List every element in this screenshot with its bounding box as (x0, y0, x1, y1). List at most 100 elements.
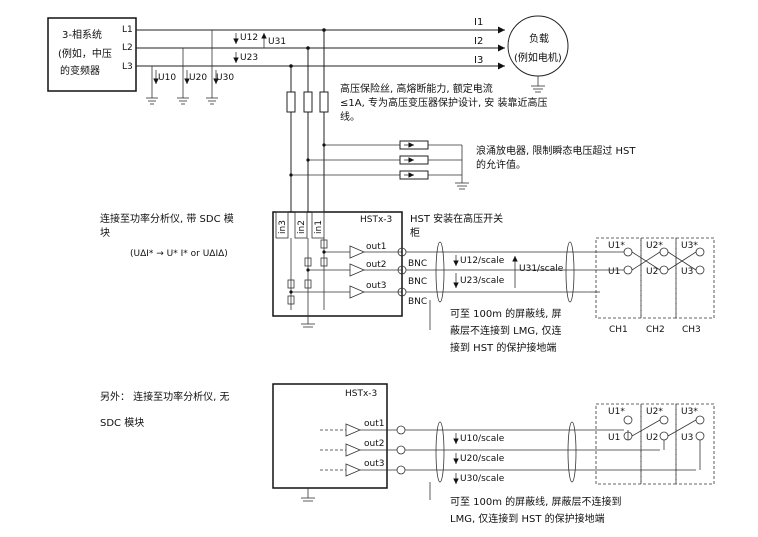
cable-shield-icon (565, 241, 575, 303)
surge-arresters: 浪涌放电器, 限制瞬态电压超过 HST 的允许值。 (289, 140, 636, 190)
lower-star-u3: U3* (681, 407, 698, 417)
fuse-icon (319, 91, 329, 113)
fuses: 高压保险丝, 高熔断能力, 额定电流 ≤1A, 专为高压变压器保护设计, 安 装… (286, 82, 547, 212)
fuse-icon (303, 91, 313, 113)
source-line1: (例如，中压 (58, 47, 112, 60)
amplifier-icon (349, 263, 366, 277)
phase-label-l2: L2 (122, 43, 133, 53)
upper-cable-note-line1: 可至 100m 的屏蔽线, 屏 (450, 307, 562, 320)
upper-label-u3: U3 (681, 267, 693, 277)
phase-label-l1: L1 (122, 25, 133, 35)
terminal-icon (659, 247, 669, 257)
current-label-i1: I1 (474, 17, 483, 28)
upper-left-note-line1: 连接至功率分析仪, 带 SDC 模 (100, 212, 234, 225)
lower-left-note-line1: 另外： 连接至功率分析仪, 无 (100, 390, 230, 403)
voltage-label-u20: U20 (189, 73, 207, 83)
voltage-label-u10: U10 (158, 73, 176, 83)
fuse-icon (286, 91, 296, 113)
cable-label-u30: U30/scale (460, 474, 505, 484)
phase-ground-voltages: U10 U20 U30 (146, 30, 234, 105)
bnc-label: BNC (408, 277, 427, 287)
voltage-label-u30: U30 (216, 73, 234, 83)
upper-output-out2: out2 (366, 260, 386, 270)
terminal-icon (659, 431, 669, 441)
cable-label-u10: U10/scale (460, 434, 505, 444)
upper-cables: U12/scale U23/scale U31/scale 可至 100m 的屏… (406, 241, 590, 354)
terminal-icon (695, 415, 705, 425)
lower-label-u2: U2 (646, 433, 658, 443)
current-label-i2: I2 (474, 36, 483, 47)
upper-left-note-line2: 块 (100, 227, 110, 239)
channel-ch3 (675, 403, 715, 485)
source-line2: 的变频器 (60, 64, 100, 77)
install-note-line1: HST 安装在高压开关 (410, 212, 503, 225)
lower-hst-title: HSTx-3 (345, 389, 377, 399)
lower-left-note-line2: SDC 模块 (100, 417, 144, 429)
bnc-label: BNC (408, 297, 427, 307)
bnc-connector-icon (396, 445, 406, 455)
channel-label-ch3: CH3 (682, 325, 701, 335)
install-note-line2: 柜 (410, 226, 420, 239)
voltage-label-u31: U31 (268, 37, 286, 47)
cable-shield-icon (435, 241, 445, 303)
voltage-label-u12: U12 (240, 33, 258, 43)
terminal-icon (659, 265, 669, 275)
bnc-label: BNC (408, 259, 427, 269)
bnc-connector-icon (396, 425, 406, 435)
terminal-icon (695, 265, 705, 275)
load-motor: 负载 (例如电机) (507, 15, 569, 93)
upper-formula: (UΔI* → U* I* or UΔIΔ) (130, 249, 228, 259)
lower-output-out3: out3 (364, 459, 384, 469)
lower-connectors (396, 425, 406, 475)
terminal-icon (623, 247, 633, 257)
fuse-note-line3: 线。 (340, 110, 360, 123)
input-label-in2: in2 (297, 220, 307, 234)
surge-note-line2: 的允许值。 (476, 158, 526, 171)
voltage-label-u23: U23 (240, 53, 258, 63)
phase-lines: I1 I2 I3 (136, 17, 505, 70)
terminal-icon (659, 415, 669, 425)
upper-label-u2: U2 (646, 267, 658, 277)
fuse-note-line2: ≤1A, 专为高压变压器保护设计, 安 装靠近高压 (340, 96, 547, 109)
terminal-icon (695, 247, 705, 257)
upper-star-u1: U1* (608, 241, 625, 251)
input-label-in3: in3 (278, 220, 288, 234)
cable-label-u23: U23/scale (460, 276, 505, 286)
load-subtitle: (例如电机) (514, 51, 562, 64)
current-label-i3: I3 (474, 55, 483, 66)
channel-label-ch2: CH2 (646, 325, 665, 335)
amplifier-icon (349, 245, 366, 259)
terminal-icon (623, 415, 633, 425)
amplifier-icon (345, 443, 362, 457)
upper-output-out1: out1 (366, 242, 386, 252)
lower-analyzer-channels: U1* U2* U3* U1 U2 U3 (595, 403, 715, 485)
lower-label-u3: U3 (681, 433, 693, 443)
source-title: 3-相系统 (62, 28, 102, 41)
cable-label-u12: U12/scale (460, 256, 505, 266)
amplifier-icon (345, 463, 362, 477)
fuse-note-line1: 高压保险丝, 高熔断能力, 额定电流 (340, 82, 493, 95)
input-label-in1: in1 (314, 220, 324, 234)
lower-output-out1: out1 (364, 419, 384, 429)
lower-cables: U10/scale U20/scale U30/scale 可至 100m 的屏… (405, 421, 696, 525)
channel-label-ch1: CH1 (609, 325, 628, 335)
lower-output-out2: out2 (364, 439, 384, 449)
cable-shield-icon (567, 421, 577, 483)
lower-cable-note-line1: 可至 100m 的屏蔽线, 屏蔽层不连接到 (450, 495, 622, 508)
cable-label-u31: U31/scale (519, 264, 564, 274)
terminal-icon (695, 431, 705, 441)
source-box: 3-相系统 (例如，中压 的变频器 L1 L2 L3 (47, 17, 137, 92)
upper-hst-box: HSTx-3 in3 in2 in1 out1 out2 out3 (272, 211, 403, 328)
upper-star-u2: U2* (646, 241, 663, 251)
upper-star-u3: U3* (681, 241, 698, 251)
cable-label-u20: U20/scale (460, 454, 505, 464)
cable-shield-icon (435, 421, 445, 483)
amplifier-icon (349, 285, 366, 299)
surge-note-line1: 浪涌放电器, 限制瞬态电压超过 HST (476, 144, 636, 157)
line-voltage-markers: U12 U31 U23 (233, 33, 286, 63)
lower-hst-box: HSTx-3 out1 out2 out3 (272, 383, 397, 502)
lower-label-u1: U1 (608, 433, 620, 443)
terminal-icon (623, 265, 633, 275)
lower-star-u1: U1* (608, 407, 625, 417)
